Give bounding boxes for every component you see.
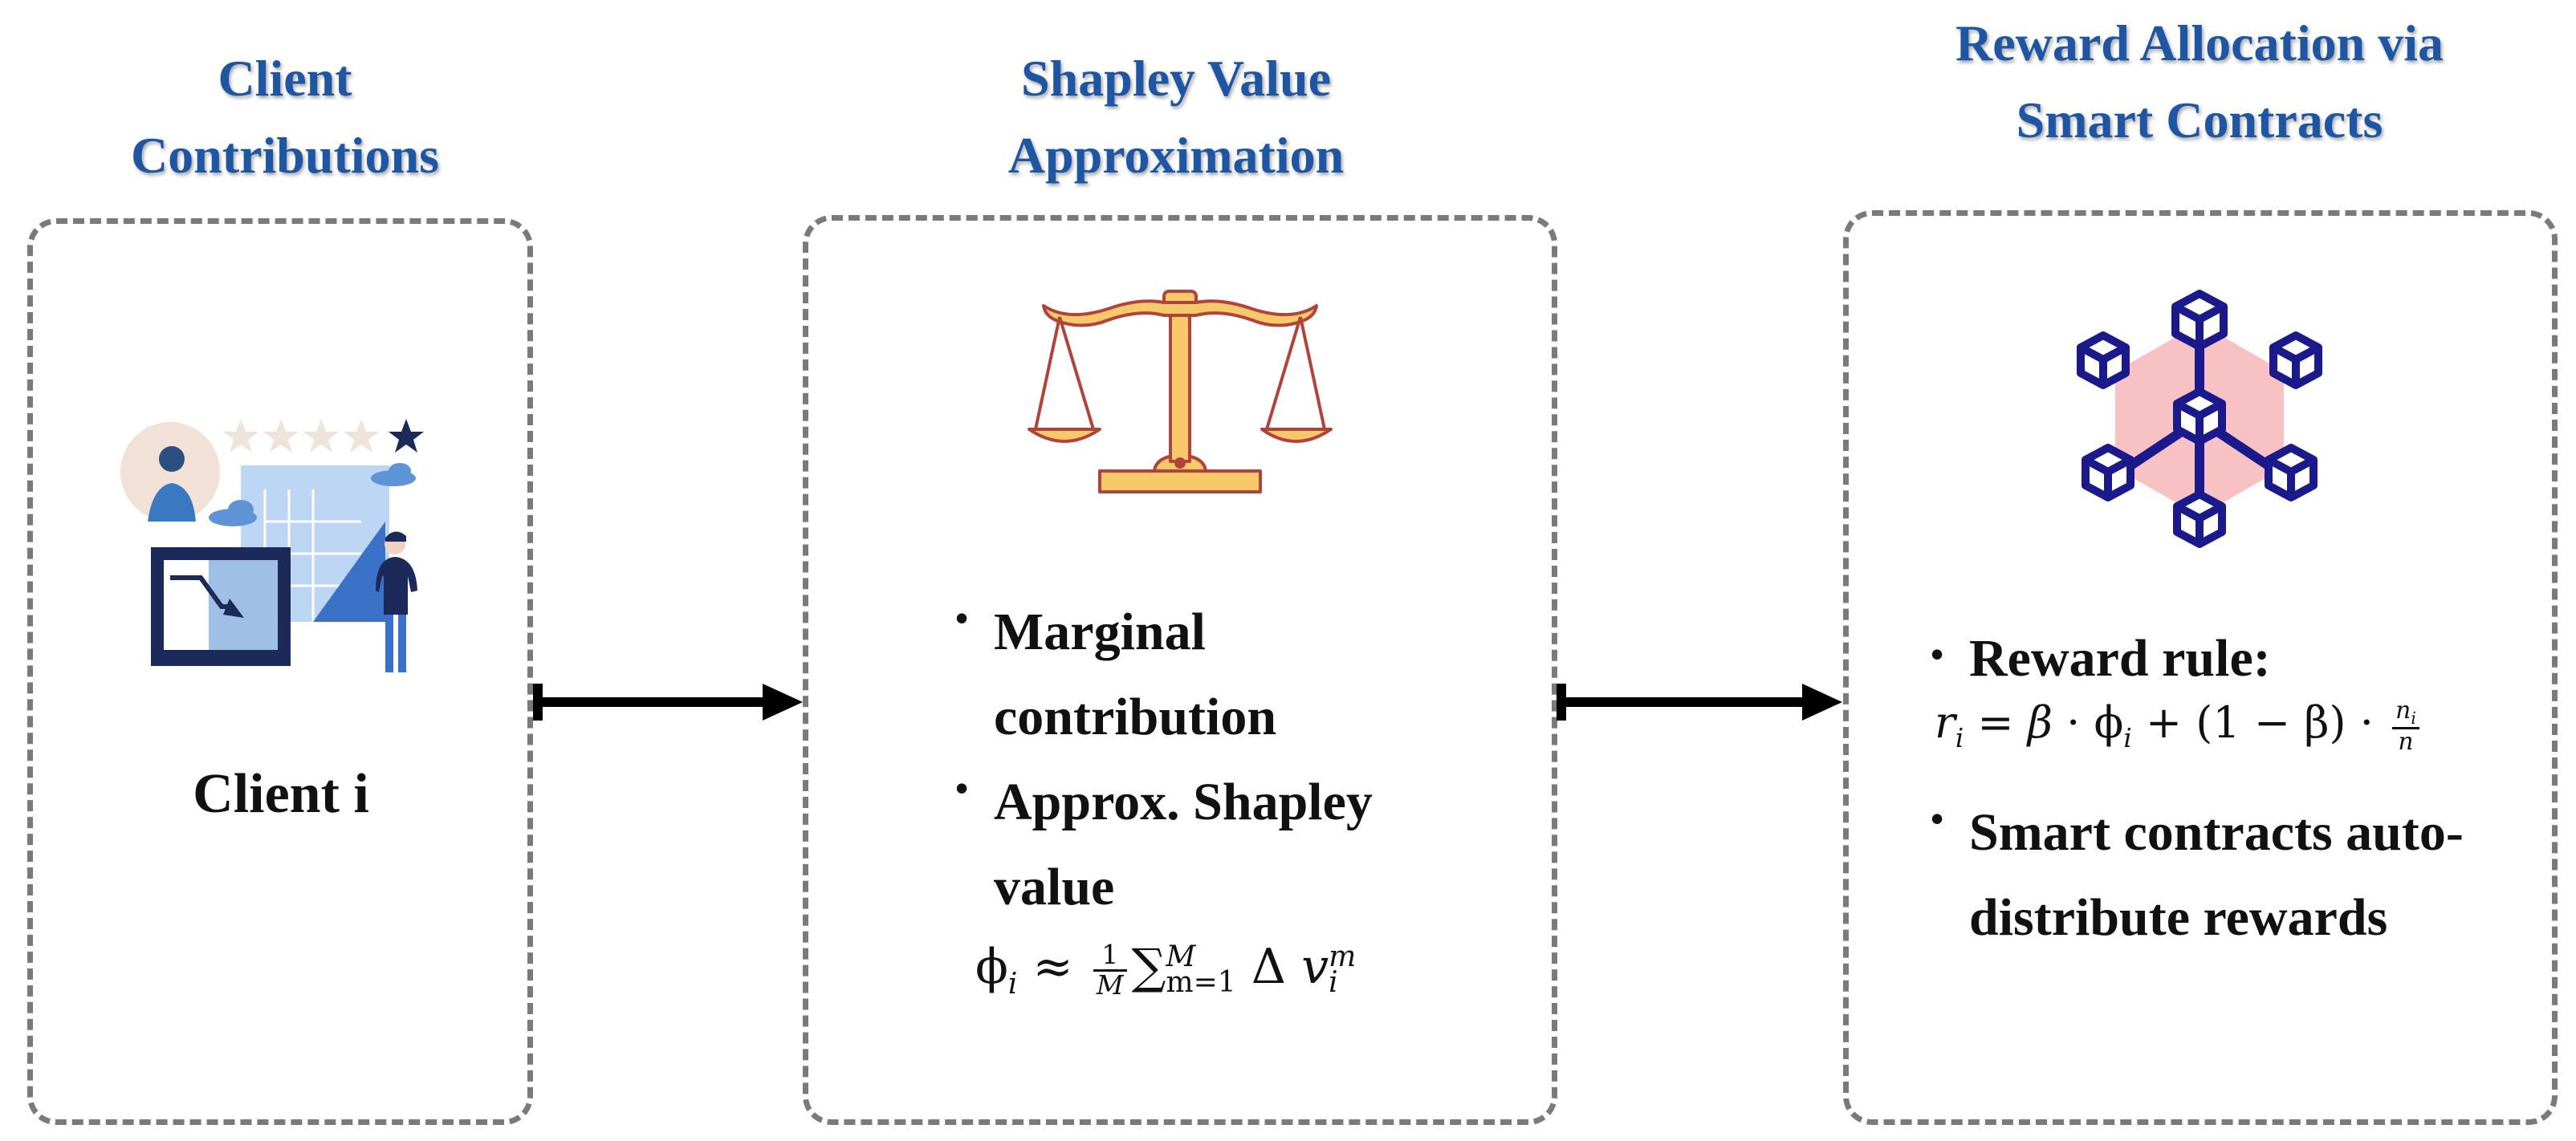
formula-r: r xyxy=(1935,697,1955,748)
fraction-denominator: M xyxy=(1096,968,1124,1001)
formula-eq: = xyxy=(1977,697,2014,748)
fraction-sub: i xyxy=(2411,708,2416,728)
fraction-denominator: n xyxy=(2398,728,2414,757)
shapley-bullets: Marginal contribution Approx. Shapley va… xyxy=(955,590,1517,930)
title-line: Client xyxy=(218,50,352,107)
arrow-client-to-shapley xyxy=(533,684,803,721)
block-cube-icon xyxy=(2077,331,2130,389)
title-line: Reward Allocation via xyxy=(1955,14,2444,71)
formula-sub: i xyxy=(1007,968,1018,1001)
formula-plus: + xyxy=(2145,697,2183,748)
shapley-value-title: Shapley Value Approximation xyxy=(803,40,1549,194)
reward-bullet-smart-contracts: Smart contracts auto- distribute rewards xyxy=(1931,790,2565,960)
client-contributions-title: Client Contributions xyxy=(24,40,546,194)
v-sub: i xyxy=(1329,966,1338,1000)
sum-lower: m=1 xyxy=(1166,966,1236,1000)
reward-allocation-title: Reward Allocation via Smart Contracts xyxy=(1846,5,2553,159)
formula-dot: · xyxy=(2359,697,2374,748)
v-sup: m xyxy=(1329,940,1357,974)
formula-sub: i xyxy=(1955,722,1964,753)
client-contribution-illustration-icon xyxy=(120,419,424,672)
block-cube-icon xyxy=(2173,388,2226,445)
block-cube-icon xyxy=(2265,444,2318,501)
balance-scale-icon xyxy=(1028,290,1333,493)
title-line: Approximation xyxy=(1007,127,1345,184)
formula-paren: (1 − β) xyxy=(2196,697,2346,748)
formula-delta: Δ xyxy=(1251,939,1287,995)
fraction-n: n xyxy=(2395,696,2411,725)
client-panel xyxy=(27,218,533,1125)
fraction-numerator: ni xyxy=(2392,696,2419,730)
formula-phi: ϕ xyxy=(975,939,1008,995)
bullet-line: Reward rule: xyxy=(1969,629,2271,688)
v-indices: m i xyxy=(1329,940,1357,1000)
formula-sub: i xyxy=(2123,722,2132,753)
title-line: Contributions xyxy=(130,127,440,184)
bullet-line: value xyxy=(994,858,1115,916)
title-line: Smart Contracts xyxy=(2016,91,2383,148)
title-line: Shapley Value xyxy=(1021,50,1331,107)
fraction-numerator: 1 xyxy=(1093,941,1127,972)
formula-dot: · xyxy=(2066,697,2081,748)
bullet-line: Marginal xyxy=(994,603,1206,661)
sum-limits: M m=1 xyxy=(1166,940,1236,1000)
client-label: Client i xyxy=(193,763,369,825)
block-cube-icon xyxy=(2269,331,2322,389)
block-cube-icon xyxy=(2082,444,2134,501)
sum-upper: M xyxy=(1166,940,1196,974)
block-cube-icon xyxy=(2171,290,2228,351)
bullet-smart-contracts: Smart contracts auto- distribute rewards xyxy=(1931,790,2565,960)
formula-phi: ϕ xyxy=(2094,697,2124,748)
shapley-formula: ϕi ≈ 1 M ∑ M m=1 Δ v m i xyxy=(975,931,1356,1021)
arrow-shapley-to-reward xyxy=(1557,684,1842,721)
formula-fraction: ni n xyxy=(2392,696,2419,757)
formula-sum: ∑ xyxy=(1131,939,1166,995)
rating-stars-icon xyxy=(223,419,424,453)
formula-v: v xyxy=(1301,939,1329,995)
formula-beta: β xyxy=(2027,697,2053,748)
block-cube-icon xyxy=(2173,490,2226,548)
reward-bullet-rule: Reward rule: xyxy=(1931,626,2525,692)
bullet-marginal-contribution: Marginal contribution xyxy=(955,590,1517,760)
bullet-reward-rule: Reward rule: xyxy=(1931,626,2525,692)
formula-approx: ≈ xyxy=(1032,939,1073,995)
bullet-line: contribution xyxy=(994,688,1277,746)
bullet-line: Approx. Shapley xyxy=(994,773,1373,831)
blockchain-network-icon xyxy=(2077,290,2322,548)
bullet-line: Smart contracts auto- xyxy=(1969,803,2464,862)
reward-formula: ri = β · ϕi + (1 − β) · ni n xyxy=(1935,690,2424,771)
bullet-line: distribute rewards xyxy=(1969,888,2388,947)
formula-fraction: 1 M xyxy=(1093,941,1127,999)
bullet-approx-shapley: Approx. Shapley value xyxy=(955,760,1517,930)
